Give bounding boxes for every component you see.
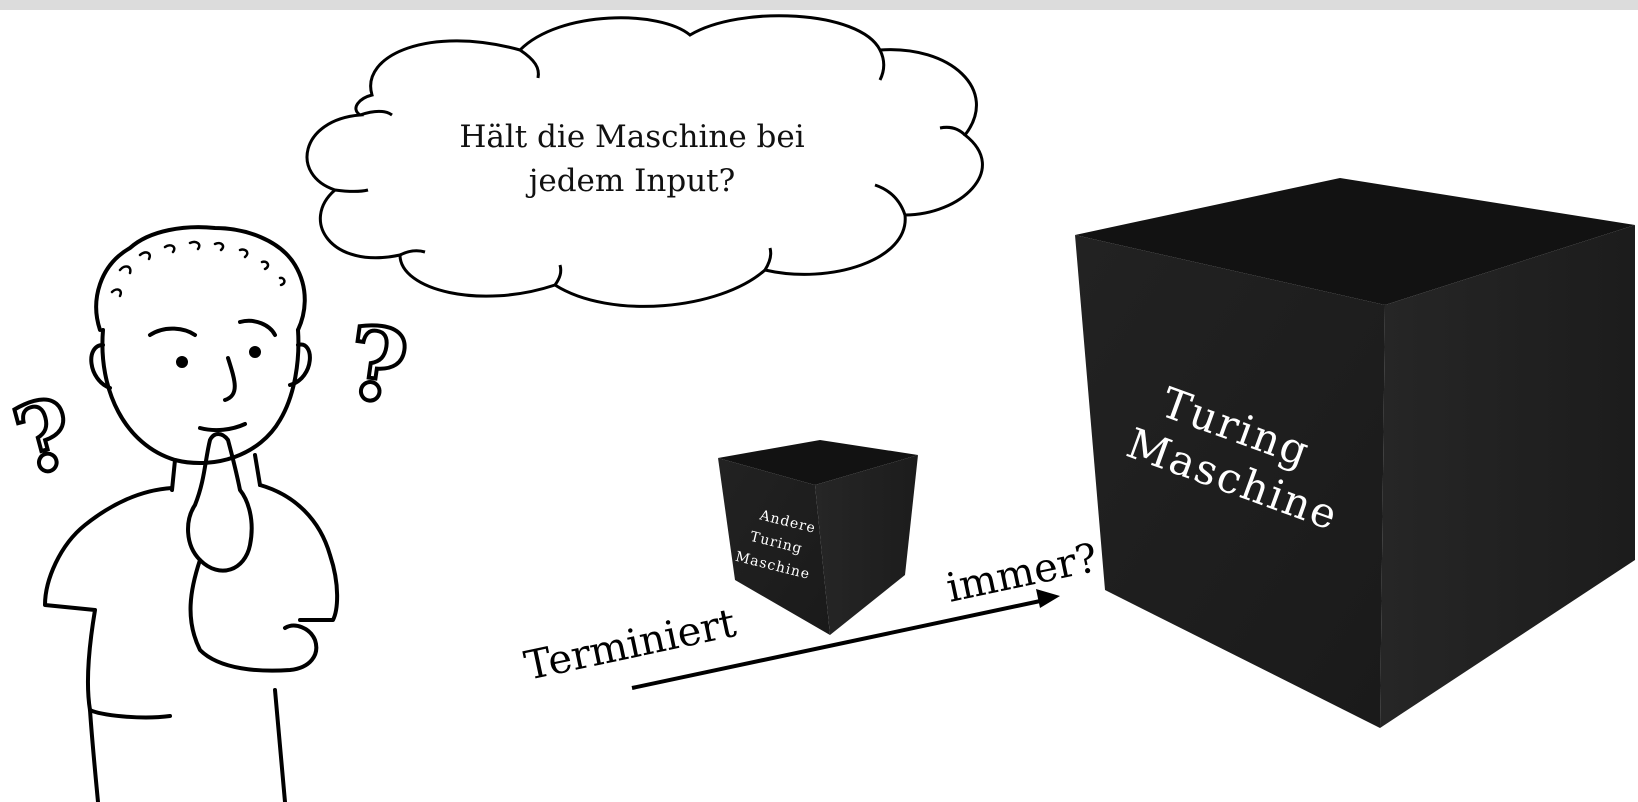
thought-bubble: Hält die Maschine bei jedem Input?: [305, 14, 984, 308]
question-mark-left-glyph: ?: [3, 377, 86, 499]
face: [100, 328, 301, 465]
shirt: [43, 486, 174, 712]
small-turing-machine-cube: Andere Turing Maschine: [718, 440, 918, 635]
large-cube-side: [1380, 225, 1635, 728]
question-mark-left: ?: [1, 375, 88, 501]
arrow-label-right: immer?: [943, 535, 1102, 612]
thought-bubble-outline: [305, 14, 984, 308]
small-cube-side: [815, 455, 918, 635]
large-turing-machine-cube: Turing Maschine: [1075, 178, 1635, 728]
question-mark-right-glyph: ?: [340, 302, 414, 427]
thought-bubble-line2: jedem Input?: [526, 163, 736, 199]
thinking-person-illustration: [43, 225, 340, 802]
small-cube-top: [718, 440, 918, 485]
hair: [94, 225, 307, 332]
large-cube-top: [1075, 178, 1635, 305]
top-bar: [0, 0, 1638, 10]
thinking-hand: [186, 432, 254, 573]
arrow-line: [631, 598, 1046, 690]
arrow-head: [1036, 589, 1060, 608]
thought-bubble-line1: Hält die Maschine bei: [459, 119, 804, 155]
question-mark-right: ?: [338, 300, 416, 429]
small-cube-front: [718, 458, 830, 635]
arrow-label-left: Terminiert: [521, 600, 740, 690]
large-cube-front: [1075, 235, 1385, 728]
